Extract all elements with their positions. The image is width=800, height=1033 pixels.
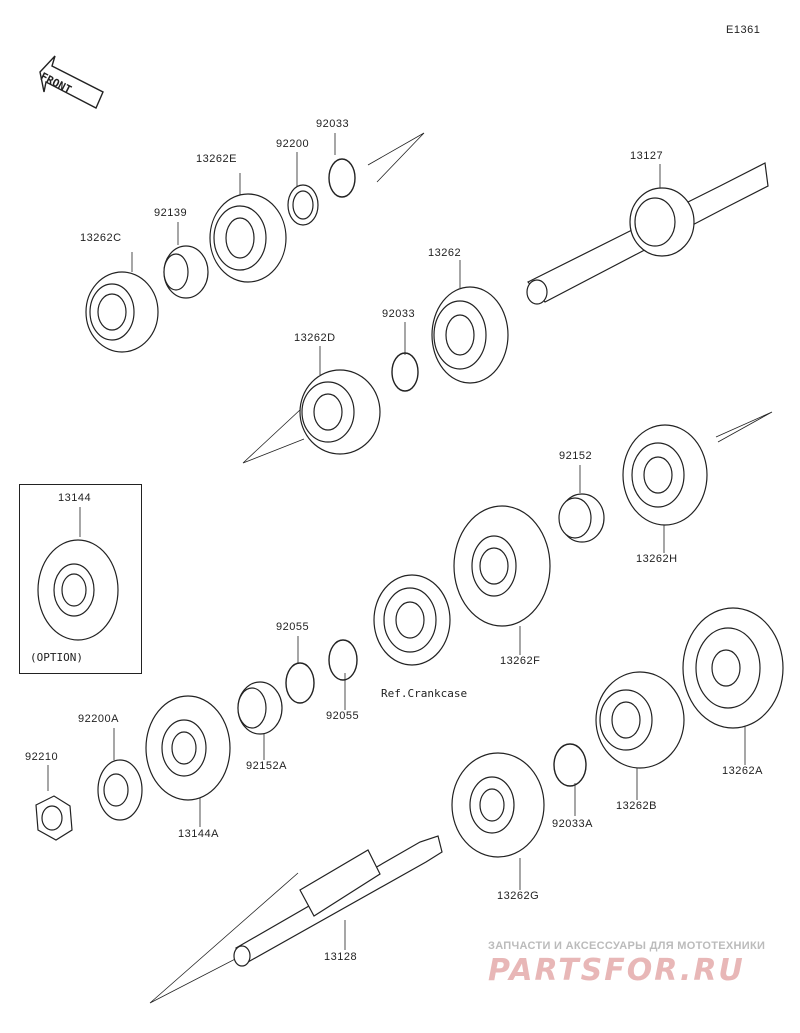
shaft-13127 [526, 162, 769, 305]
oring-92055-b [328, 639, 358, 681]
part-label-13128[interactable]: 13128 [324, 951, 358, 963]
part-label-92055-a[interactable]: 92055 [276, 621, 310, 633]
circlip-92033-b [391, 352, 419, 392]
sprocket-13144a [145, 695, 231, 801]
part-label-13144[interactable]: 13144 [58, 492, 92, 504]
sprocket-13144 [37, 539, 119, 641]
part-label-92200[interactable]: 92200 [276, 138, 310, 150]
gear-13262 [431, 286, 509, 384]
part-label-13262f[interactable]: 13262F [500, 655, 541, 667]
guide-lines [47, 132, 773, 1004]
watermark-logo: PARTSFOR.RU [488, 953, 745, 988]
watermark-tagline: ЗАПЧАСТИ И АКСЕССУАРЫ ДЛЯ МОТОТЕХНИКИ [488, 940, 766, 952]
part-label-13262a[interactable]: 13262A [722, 765, 763, 777]
needle-bearing-92139 [163, 245, 209, 299]
front-arrow-icon [39, 55, 104, 109]
oring-92055-a [285, 662, 315, 704]
gear-13262d [299, 369, 381, 455]
gear-13262e [209, 193, 287, 283]
gear-13262h [622, 424, 708, 526]
part-label-92139[interactable]: 92139 [154, 207, 188, 219]
part-label-13144a[interactable]: 13144A [178, 828, 219, 840]
circlip-92033a [553, 743, 587, 787]
part-label-92210[interactable]: 92210 [25, 751, 59, 763]
collar-92152 [558, 493, 605, 543]
option-label: (OPTION) [30, 651, 83, 664]
part-label-92200a[interactable]: 92200A [78, 713, 119, 725]
washer-92200a [97, 759, 143, 821]
part-label-13262e[interactable]: 13262E [196, 153, 237, 165]
gear-13262b [595, 671, 685, 769]
nut-92210 [35, 795, 73, 841]
part-label-92033-b[interactable]: 92033 [382, 308, 416, 320]
part-label-92055-b[interactable]: 92055 [326, 710, 360, 722]
part-label-92152a[interactable]: 92152A [246, 760, 287, 772]
part-label-92033[interactable]: 92033 [316, 118, 350, 130]
diagram-code: E1361 [726, 24, 761, 36]
part-label-13127[interactable]: 13127 [630, 150, 664, 162]
collar-92152a [237, 681, 283, 735]
bearing-ref-crankcase [373, 574, 451, 666]
part-label-13262[interactable]: 13262 [428, 247, 462, 259]
gear-13262a [682, 607, 784, 729]
part-label-92152[interactable]: 92152 [559, 450, 593, 462]
gear-13262g [451, 752, 545, 858]
option-box [19, 484, 142, 674]
part-label-92033a[interactable]: 92033A [552, 818, 593, 830]
gear-13262c [85, 271, 159, 353]
ref-crankcase-label: Ref.Crankcase [381, 687, 468, 700]
shaft-13128 [233, 835, 443, 967]
part-label-13262h[interactable]: 13262H [636, 553, 678, 565]
part-label-13262b[interactable]: 13262B [616, 800, 657, 812]
circlip-92033 [328, 158, 356, 198]
part-label-13262d[interactable]: 13262D [294, 332, 336, 344]
washer-92200 [287, 184, 319, 226]
part-label-13262c[interactable]: 13262C [80, 232, 122, 244]
gear-13262f [453, 505, 551, 627]
part-label-13262g[interactable]: 13262G [497, 890, 540, 902]
